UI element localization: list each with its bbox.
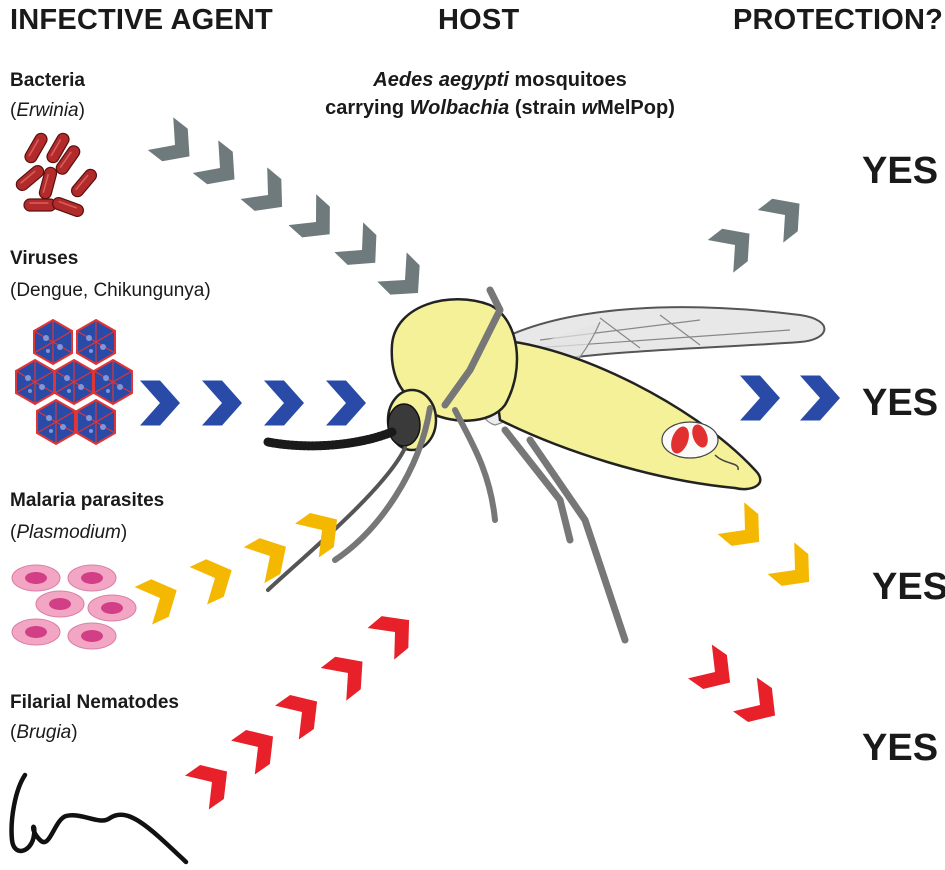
protection-bacteria: YES — [862, 150, 939, 192]
agent-malaria-genus: Plasmodium — [16, 522, 121, 543]
nematode-worm-icon — [9, 772, 189, 865]
host-species: Aedes aegypti — [373, 69, 509, 91]
protection-viruses: YES — [862, 382, 939, 424]
mosquito-proboscis — [266, 446, 407, 592]
agent-malaria-name: Malaria parasites — [10, 490, 165, 511]
host-strain-w: w — [581, 97, 598, 119]
agent-malaria-sub-open: ( — [10, 522, 17, 543]
agent-viruses-name: Viruses — [10, 248, 79, 269]
chevron-arrow-icon — [707, 217, 763, 273]
agent-bacteria-name: Bacteria — [10, 70, 85, 91]
chevron-arrow-icon — [377, 252, 433, 308]
chevron-arrow-icon — [767, 542, 823, 598]
agent-filarial-name: Filarial Nematodes — [10, 692, 179, 713]
chevron-arrow-icon — [326, 380, 366, 426]
host-line-1: Aedes aegypti mosquitoes — [260, 66, 740, 94]
chevron-arrow-icon — [367, 604, 423, 660]
chevron-arrow-icon — [288, 194, 344, 250]
bacteria-rod-icon — [13, 130, 100, 219]
chevron-arrow-icon — [757, 187, 813, 243]
host-description: Aedes aegypti mosquitoes carrying Wolbac… — [260, 66, 740, 122]
chevron-arrow-icon — [147, 117, 203, 173]
ovary-detail — [661, 421, 739, 471]
chevron-arrow-icon — [295, 502, 349, 558]
chevron-arrow-icon — [134, 571, 186, 625]
header-infective-agent: INFECTIVE AGENT — [10, 4, 273, 36]
chevron-arrow-icon — [264, 380, 304, 426]
agent-malaria-sub: (Plasmodium) — [10, 522, 127, 544]
agent-viruses-sub: (Dengue, Chikungunya) — [10, 280, 211, 301]
agent-bacteria-sub-close: ) — [78, 100, 85, 121]
mosquito-eye — [387, 403, 421, 447]
mosquito-illustration — [263, 286, 826, 644]
chevron-arrow-icon — [320, 645, 376, 701]
agent-bacteria-genus: Erwinia — [16, 100, 79, 121]
host-strain-name: MelPop) — [597, 97, 675, 119]
chevron-arrow-icon — [334, 222, 390, 278]
protection-malaria: YES — [872, 566, 945, 608]
virus-capsid-icon — [15, 319, 133, 445]
header-protection: PROTECTION? — [733, 4, 944, 36]
chevron-arrow-icon — [243, 528, 297, 584]
agent-bacteria-sub-open: ( — [10, 100, 17, 121]
agent-malaria-sub-close: ) — [120, 522, 128, 543]
mosquito-antenna — [263, 427, 397, 451]
agent-filarial-genus: Brugia — [16, 722, 72, 743]
chevron-arrow-icon — [688, 644, 742, 700]
chevron-arrow-icon — [733, 677, 787, 733]
chevron-arrow-icon — [717, 502, 773, 558]
host-strain-open: (strain — [509, 97, 582, 119]
agent-bacteria-sub: (Erwinia) — [10, 100, 85, 122]
chevron-arrow-icon — [740, 375, 780, 421]
protection-filarial: YES — [862, 727, 939, 769]
chevron-arrow-icon — [185, 754, 239, 810]
agent-filarial-sub-open: ( — [10, 722, 17, 743]
chevron-arrow-icon — [231, 719, 285, 775]
header-host: HOST — [438, 4, 520, 36]
agent-filarial-sub-close: ) — [71, 722, 78, 743]
host-line-2-prefix: carrying — [325, 97, 410, 119]
chevron-arrow-icon — [800, 375, 840, 421]
chevron-arrow-icon — [140, 380, 180, 426]
chevron-arrow-icon — [192, 140, 248, 196]
host-line-2: carrying Wolbachia (strain wMelPop) — [260, 94, 740, 122]
chevron-arrow-icon — [202, 380, 242, 426]
host-symbiont: Wolbachia — [409, 97, 510, 119]
chevron-arrow-icon — [275, 684, 329, 740]
chevron-arrow-icon — [189, 551, 241, 605]
host-line-1-rest: mosquitoes — [508, 69, 627, 91]
red-blood-cell-icon — [11, 564, 137, 650]
chevron-arrow-icon — [240, 167, 296, 223]
agent-filarial-sub: (Brugia) — [10, 722, 78, 744]
